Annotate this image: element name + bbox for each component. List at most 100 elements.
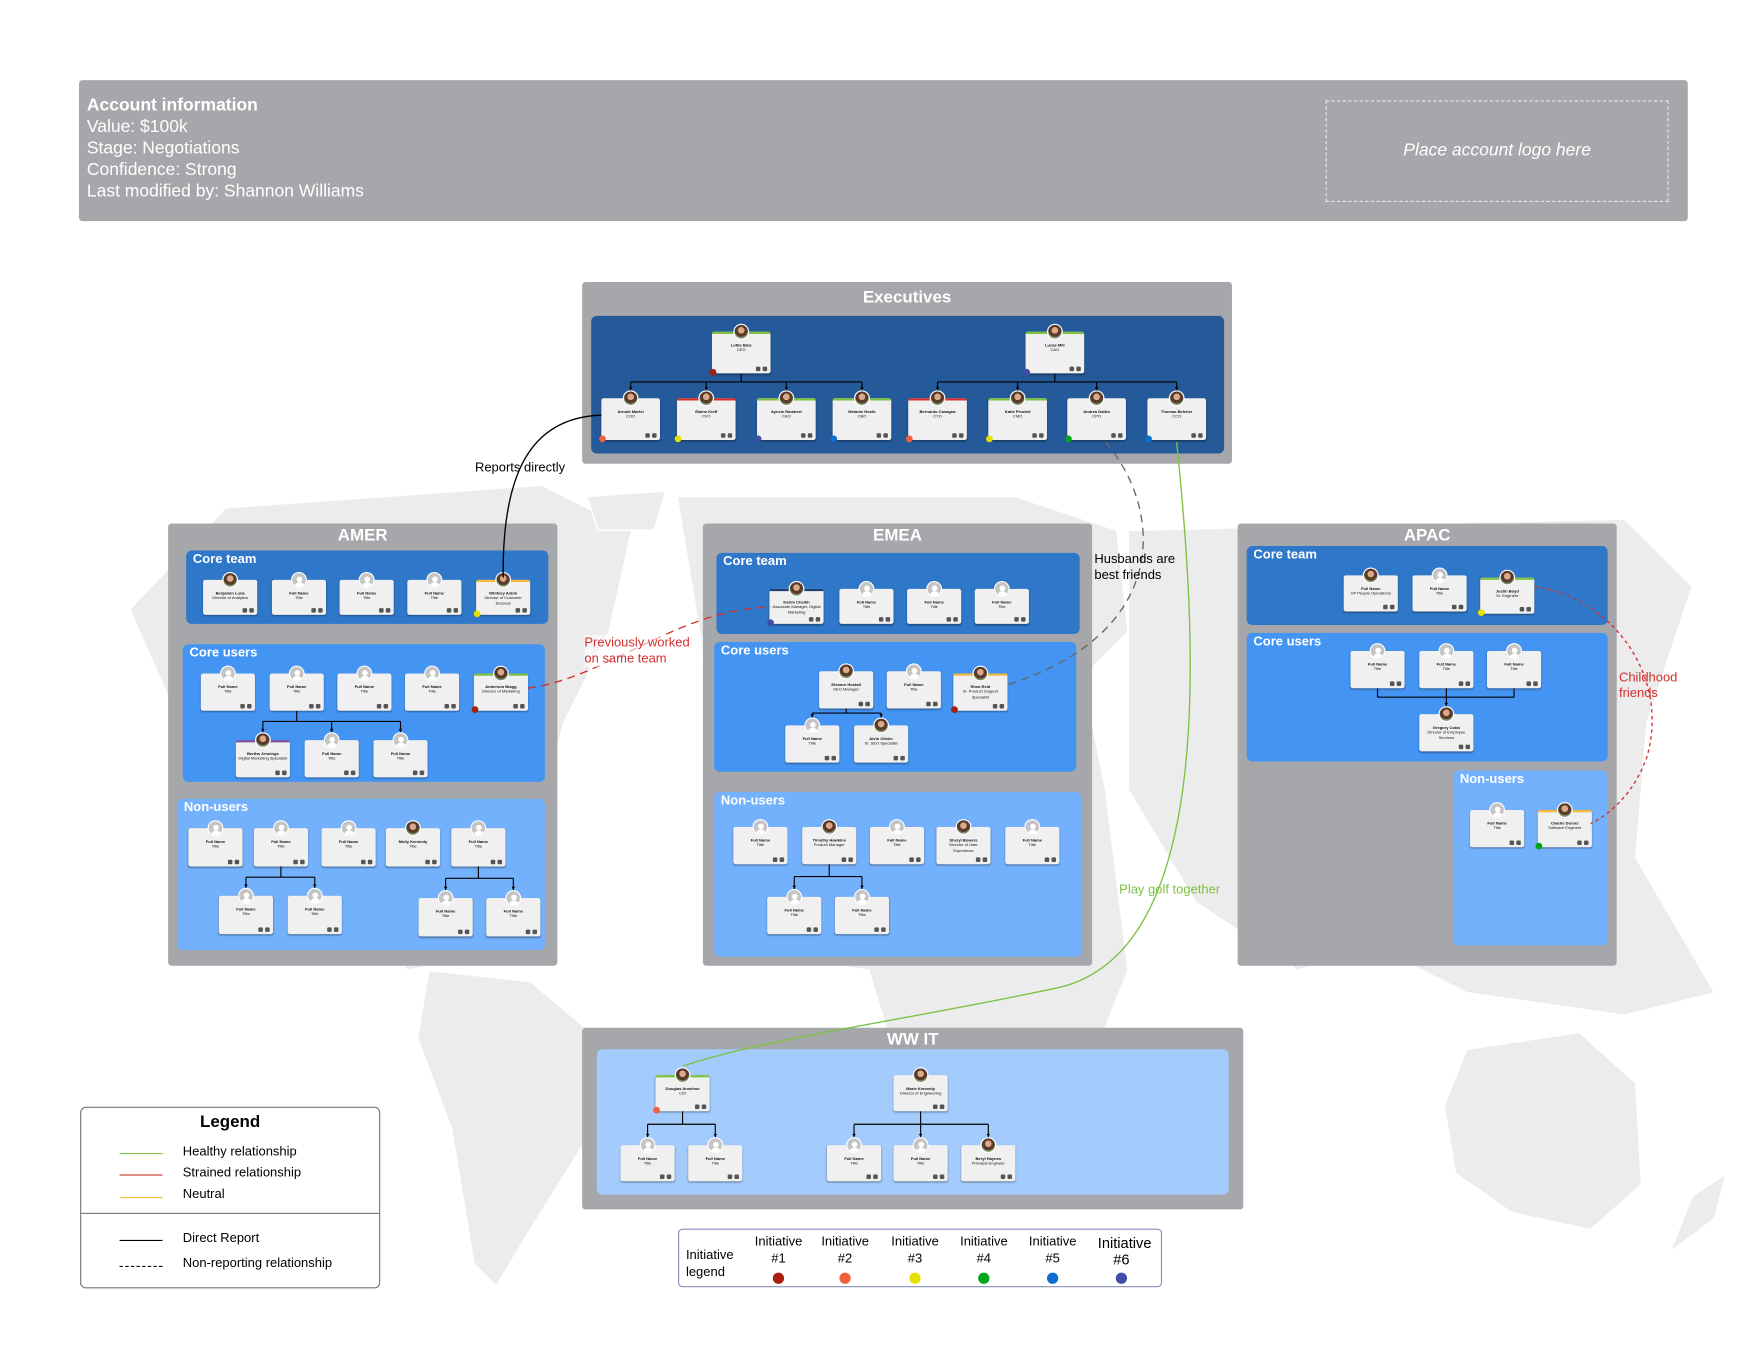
person-icon[interactable]: [824, 755, 830, 761]
notes-icon[interactable]: [520, 703, 525, 709]
notes-icon[interactable]: [652, 433, 657, 438]
person-icon[interactable]: [772, 857, 778, 862]
person-icon[interactable]: [1451, 604, 1457, 610]
person-icon[interactable]: [659, 1174, 665, 1179]
notes-icon[interactable]: [383, 703, 389, 709]
notes-icon[interactable]: [282, 770, 287, 776]
notes-icon[interactable]: [958, 433, 964, 438]
notes-icon[interactable]: [982, 857, 988, 862]
notes-icon[interactable]: [666, 1174, 672, 1179]
person-icon[interactable]: [1000, 1174, 1006, 1179]
notes-icon[interactable]: [900, 755, 905, 761]
person-icon[interactable]: [801, 433, 806, 438]
notes-icon[interactable]: [939, 1174, 945, 1179]
person-icon[interactable]: [694, 1104, 700, 1110]
person-icon[interactable]: [327, 927, 332, 932]
person-icon[interactable]: [490, 859, 496, 865]
notes-icon[interactable]: [249, 608, 254, 613]
notes-icon[interactable]: [315, 703, 321, 709]
person-icon[interactable]: [1458, 681, 1464, 686]
person-icon[interactable]: [876, 433, 882, 438]
notes-icon[interactable]: [865, 701, 870, 707]
notes-icon[interactable]: [1465, 681, 1471, 686]
notes-icon[interactable]: [464, 929, 470, 935]
person-icon[interactable]: [525, 929, 531, 935]
person-icon[interactable]: [727, 1174, 733, 1179]
notes-icon[interactable]: [300, 859, 305, 865]
notes-icon[interactable]: [883, 433, 888, 438]
person-icon[interactable]: [1191, 433, 1196, 438]
notes-icon[interactable]: [453, 608, 459, 613]
person-icon[interactable]: [515, 608, 521, 613]
notes-icon[interactable]: [939, 1104, 945, 1110]
person-icon[interactable]: [446, 608, 452, 613]
person-icon[interactable]: [240, 703, 245, 709]
person-icon[interactable]: [242, 608, 248, 613]
notes-icon[interactable]: [1526, 606, 1531, 612]
person-icon[interactable]: [841, 857, 847, 862]
notes-icon[interactable]: [497, 859, 503, 865]
notes-icon[interactable]: [885, 617, 891, 622]
person-icon[interactable]: [376, 703, 382, 709]
notes-icon[interactable]: [1396, 681, 1402, 686]
notes-icon[interactable]: [451, 703, 456, 709]
person-icon[interactable]: [874, 927, 879, 932]
notes-icon[interactable]: [1039, 433, 1044, 438]
person-icon[interactable]: [309, 703, 314, 709]
notes-icon[interactable]: [953, 617, 958, 622]
person-icon[interactable]: [1383, 604, 1388, 610]
person-icon[interactable]: [720, 433, 726, 438]
person-icon[interactable]: [361, 859, 366, 865]
person-icon[interactable]: [992, 703, 998, 709]
person-icon[interactable]: [412, 770, 418, 776]
notes-icon[interactable]: [1051, 857, 1056, 862]
person-icon[interactable]: [513, 703, 518, 709]
notes-icon[interactable]: [1007, 1174, 1012, 1179]
notes-icon[interactable]: [1465, 744, 1471, 750]
person-icon[interactable]: [893, 755, 899, 761]
notes-icon[interactable]: [385, 608, 391, 613]
notes-icon[interactable]: [933, 701, 938, 707]
person-icon[interactable]: [1509, 840, 1515, 846]
person-icon[interactable]: [344, 770, 349, 776]
person-icon[interactable]: [909, 857, 914, 862]
notes-icon[interactable]: [1076, 366, 1081, 372]
person-icon[interactable]: [379, 608, 384, 613]
notes-icon[interactable]: [333, 927, 339, 932]
person-icon[interactable]: [1526, 681, 1531, 686]
notes-icon[interactable]: [815, 617, 821, 622]
notes-icon[interactable]: [779, 857, 785, 862]
person-icon[interactable]: [1069, 366, 1075, 372]
account-logo-placeholder[interactable]: Place account logo here: [1325, 100, 1669, 202]
